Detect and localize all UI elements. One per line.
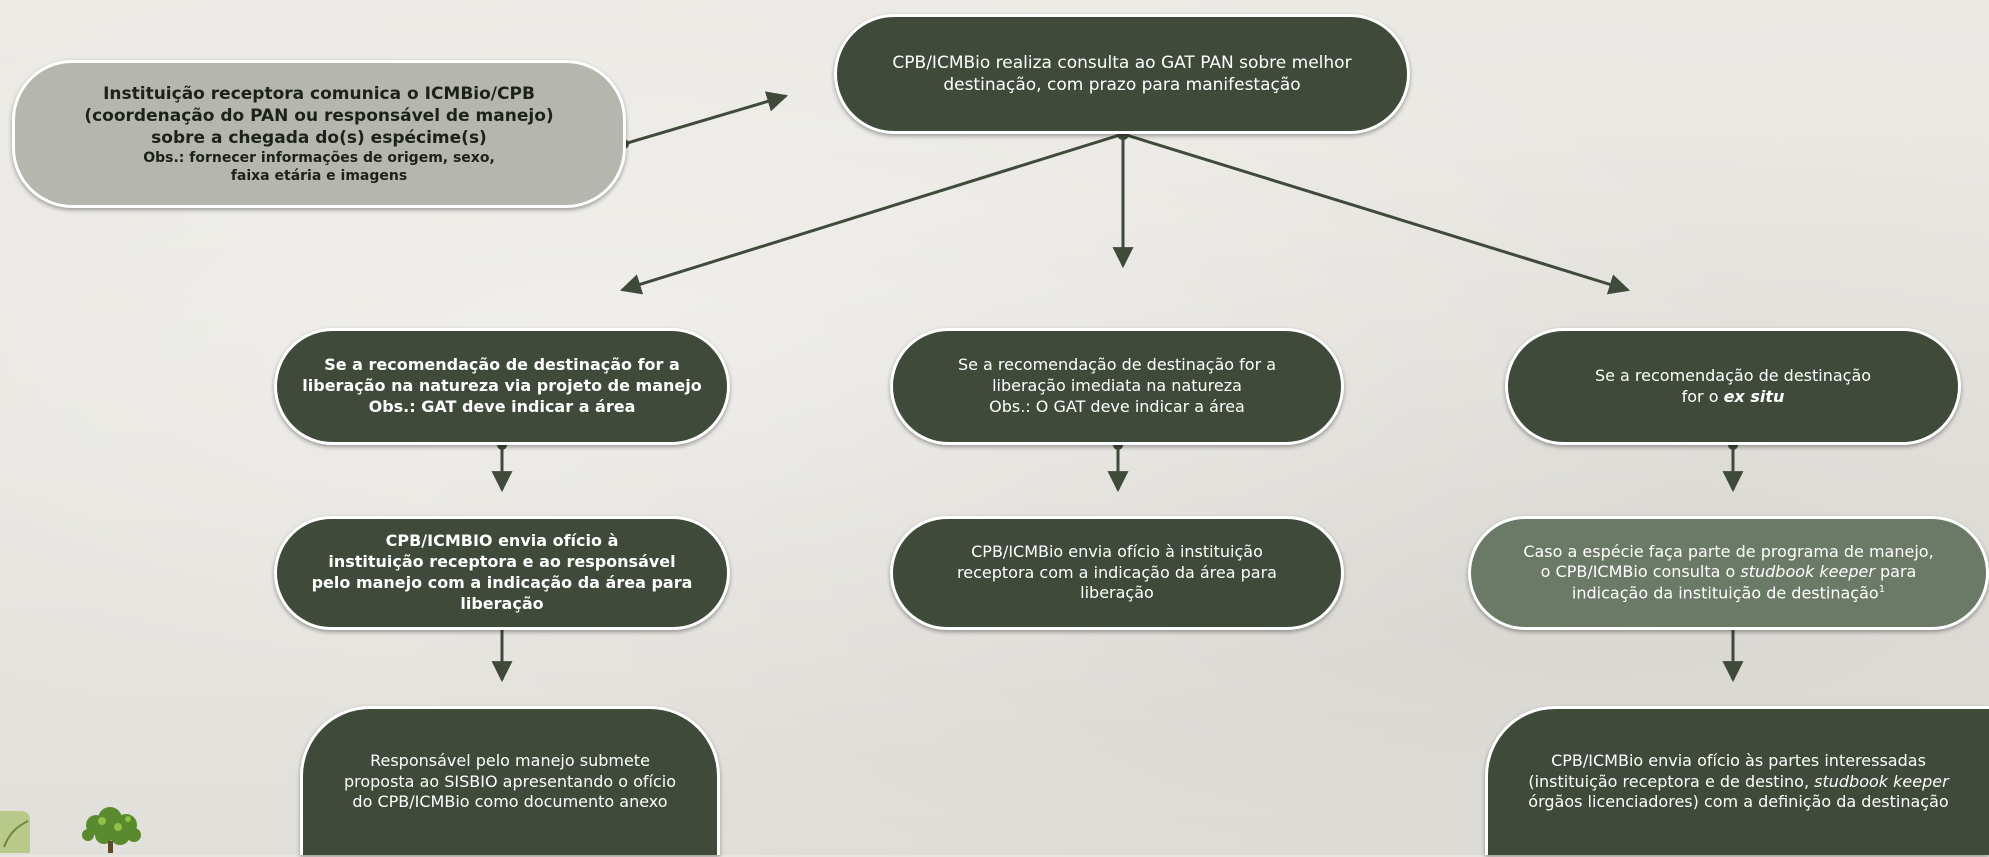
tree-icon <box>82 807 141 853</box>
logo-tree <box>74 805 150 853</box>
node-text: sobre a chegada do(s) espécime(s) <box>151 127 487 148</box>
node-start-communication: Instituição receptora comunica o ICMBio/… <box>12 60 626 208</box>
node-text: (coordenação do PAN ou responsável de ma… <box>84 105 554 126</box>
node-text-suffix: para <box>1874 562 1917 582</box>
node-text: Obs.: O GAT deve indicar a área <box>989 396 1245 416</box>
arrow-consult-to-right <box>1122 132 1631 295</box>
arrow-consult-to-left <box>619 132 1124 295</box>
arrow-start-to-consult <box>623 91 789 146</box>
leaf-icon <box>3 820 29 848</box>
node-text: for o ex situ <box>1682 387 1785 408</box>
node-text: o CPB/ICMBio consulta o studbook keeper … <box>1541 562 1917 583</box>
node-consult-gat-pan: CPB/ICMBio realiza consulta ao GAT PAN s… <box>834 14 1410 134</box>
node-text: Instituição receptora comunica o ICMBio/… <box>103 83 535 104</box>
node-text: pelo manejo com a indicação da área para <box>311 573 693 592</box>
node-text: instituição receptora e ao responsável <box>328 552 676 572</box>
node-obs: faixa etária e imagens <box>230 168 408 185</box>
logo-green-square <box>0 811 30 853</box>
node-mid-condition: Se a recomendação de destinação for a li… <box>890 328 1344 445</box>
node-left-sisbio-submit: Responsável pelo manejo submete proposta… <box>300 706 720 855</box>
node-left-condition: Se a recomendação de destinação for a li… <box>274 328 730 445</box>
node-text-prefix: (instituição receptora e de destino, <box>1528 771 1815 791</box>
node-right-condition: Se a recomendação de destinação for o ex… <box>1505 328 1961 445</box>
node-text: liberação na natureza via projeto de man… <box>302 376 702 396</box>
node-text: Se a recomendação de destinação for a <box>957 355 1277 375</box>
node-text: proposta ao SISBIO apresentando o ofício <box>343 771 677 791</box>
node-mid-office: CPB/ICMBio envia ofício à instituição re… <box>890 516 1344 630</box>
node-text: Se a recomendação de destinação <box>1594 365 1872 385</box>
node-text: Caso a espécie faça parte de programa de… <box>1523 541 1934 561</box>
node-text-emphasis: ex situ <box>1723 386 1785 406</box>
node-obs: Obs.: fornecer informações de origem, se… <box>143 149 495 166</box>
node-text-main: indicação da instituição de destinação <box>1571 583 1879 603</box>
node-text: liberação <box>1080 583 1154 603</box>
node-text: Responsável pelo manejo submete <box>370 750 650 770</box>
node-text: CPB/ICMBio envia ofício às partes intere… <box>1551 750 1926 770</box>
node-text: liberação <box>460 593 544 613</box>
node-text: (instituição receptora e de destino, stu… <box>1528 772 1948 793</box>
node-text-prefix: o CPB/ICMBio consulta o <box>1540 562 1741 582</box>
node-text: destinação, com prazo para manifestação <box>943 75 1301 95</box>
node-text: CPB/ICMBio realiza consulta ao GAT PAN s… <box>892 52 1352 73</box>
node-text: Se a recomendação de destinação for a <box>324 355 680 375</box>
node-text-prefix: for o <box>1681 386 1724 406</box>
node-text: órgãos licenciadores) com a definição da… <box>1528 792 1949 812</box>
node-text: Obs.: GAT deve indicar a área <box>368 396 636 416</box>
node-text: CPB/ICMBIO envia ofício à <box>385 531 619 551</box>
node-text: do CPB/ICMBio como documento anexo <box>352 792 668 812</box>
node-text-emphasis: studbook keeper <box>1740 562 1875 582</box>
node-left-office: CPB/ICMBIO envia ofício à instituição re… <box>274 516 730 630</box>
node-text: indicação da instituição de destinação1 <box>1572 583 1885 604</box>
node-text: receptora com a indicação da área para <box>957 562 1277 582</box>
node-text: liberação imediata na natureza <box>992 376 1242 396</box>
node-text: CPB/ICMBio envia ofício à instituição <box>971 541 1263 561</box>
footnote-marker: 1 <box>1878 584 1886 596</box>
node-right-studbook-consult: Caso a espécie faça parte de programa de… <box>1468 516 1989 630</box>
node-right-office: CPB/ICMBio envia ofício às partes intere… <box>1485 706 1989 855</box>
node-text-emphasis: studbook keeper <box>1814 771 1949 791</box>
